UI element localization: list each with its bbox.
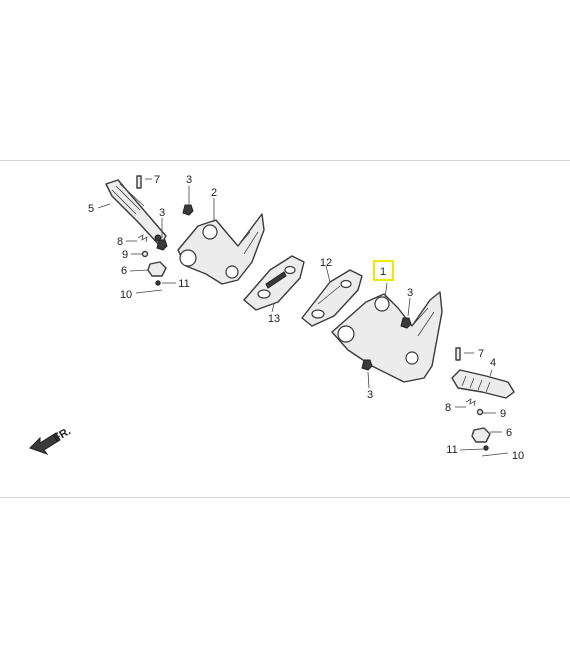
left-bracket-part-2 [177,213,265,285]
highlight-box [373,260,394,281]
callout-9-right: 9 [500,408,506,420]
callout-13: 13 [268,313,280,325]
right-pin-part-7 [455,347,461,361]
left-pin-part-7 [136,175,142,189]
callout-11-left: 11 [178,278,189,290]
right-washer-part-9 [476,408,484,416]
left-bolt-part-3a [182,204,194,216]
left-spring-part-8 [137,234,148,243]
front-label: FR. [52,425,73,444]
callout-3d: 3 [367,389,373,401]
leader-lines [97,178,502,451]
right-bolt-part-3c [400,317,412,329]
heel-guard-part-12 [301,269,363,327]
callout-9-left: 9 [122,249,128,261]
callout-3c: 3 [407,287,413,299]
callout-12: 12 [320,257,332,269]
callout-7-left: 7 [154,174,160,186]
right-footpeg-part-4 [451,369,515,399]
callout-1: 1 [380,266,386,278]
heel-guard-part-13 [243,255,305,311]
right-washer-part-11 [483,445,489,451]
callout-3a: 3 [186,174,192,186]
callout-7-right: 7 [478,348,484,360]
callout-10-left: 10 [120,289,132,301]
callout-8-left: 8 [117,236,123,248]
left-washer-part-11 [155,280,161,286]
callout-4: 4 [490,357,496,369]
callout-6-right: 6 [506,427,512,439]
callout-2: 2 [211,187,217,199]
callout-11-right: 11 [446,444,457,456]
callout-6-left: 6 [121,265,127,277]
right-spring-part-8 [465,398,476,407]
callout-5: 5 [88,203,94,215]
right-bracket-part-1 [331,291,443,383]
left-bolt-part-3b [156,239,168,251]
left-weight-part-6 [147,261,167,277]
callout-10-right: 10 [512,450,524,462]
callout-3b: 3 [159,207,165,219]
left-footpeg-part-5 [105,179,167,247]
callout-8-right: 8 [445,402,451,414]
front-direction-arrow-icon [29,432,61,456]
left-washer-part-9 [141,250,149,258]
left-pin-part-10 [135,289,163,294]
right-weight-part-6 [471,427,491,443]
right-pin-part-10 [481,452,509,457]
right-bolt-part-3d [361,359,373,371]
